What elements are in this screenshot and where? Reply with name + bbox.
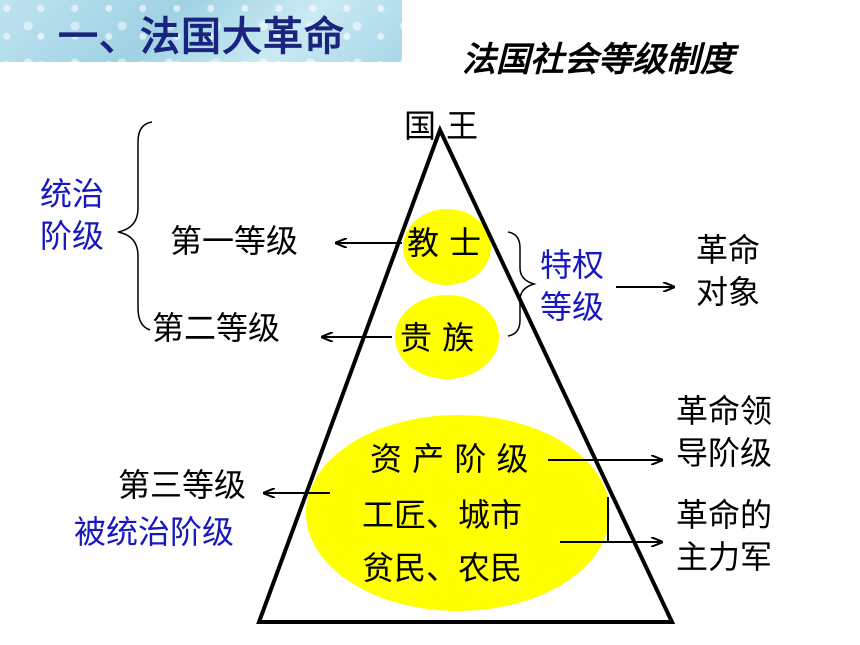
diagram-subtitle: 法国社会等级制度 (462, 40, 734, 80)
main-force-line1: 革命的 (676, 496, 773, 534)
apex-king-label: 国 王 (404, 107, 479, 145)
clergy-highlight (403, 209, 491, 285)
nobility-label: 贵 族 (400, 319, 475, 357)
first-estate-label: 第一等级 (170, 222, 299, 260)
third-estate-label: 第三等级 (118, 466, 247, 504)
leading-class-line2: 导阶级 (676, 434, 773, 472)
ruling-class-label-line1: 统治 (40, 175, 105, 213)
revolution-target-line1: 革命 (696, 231, 761, 269)
artisans-label: 工匠、城市 (362, 496, 523, 534)
third-estate-highlight (306, 415, 610, 611)
bourgeoisie-label: 资 产 阶 级 (370, 440, 529, 478)
ruling-class-brace (117, 121, 153, 331)
leading-class-line1: 革命领 (676, 392, 773, 430)
privileged-brace (507, 231, 537, 337)
second-estate-label: 第二等级 (152, 309, 281, 347)
title-banner: 一、法国大革命 (0, 0, 402, 62)
privileged-label-line1: 特权 (540, 246, 605, 284)
ruling-class-label-line2: 阶级 (40, 217, 105, 255)
pyramid-triangle (256, 124, 676, 624)
banner-texture (0, 0, 402, 62)
revolution-target-line2: 对象 (696, 273, 761, 311)
page-title: 一、法国大革命 (58, 14, 345, 60)
nobility-highlight (395, 295, 499, 379)
privileged-label-line2: 等级 (540, 288, 605, 326)
ruled-class-label: 被统治阶级 (74, 513, 235, 551)
clergy-label: 教 士 (407, 224, 482, 262)
peasants-label: 贫民、农民 (362, 549, 523, 587)
main-force-line2: 主力军 (676, 538, 773, 576)
